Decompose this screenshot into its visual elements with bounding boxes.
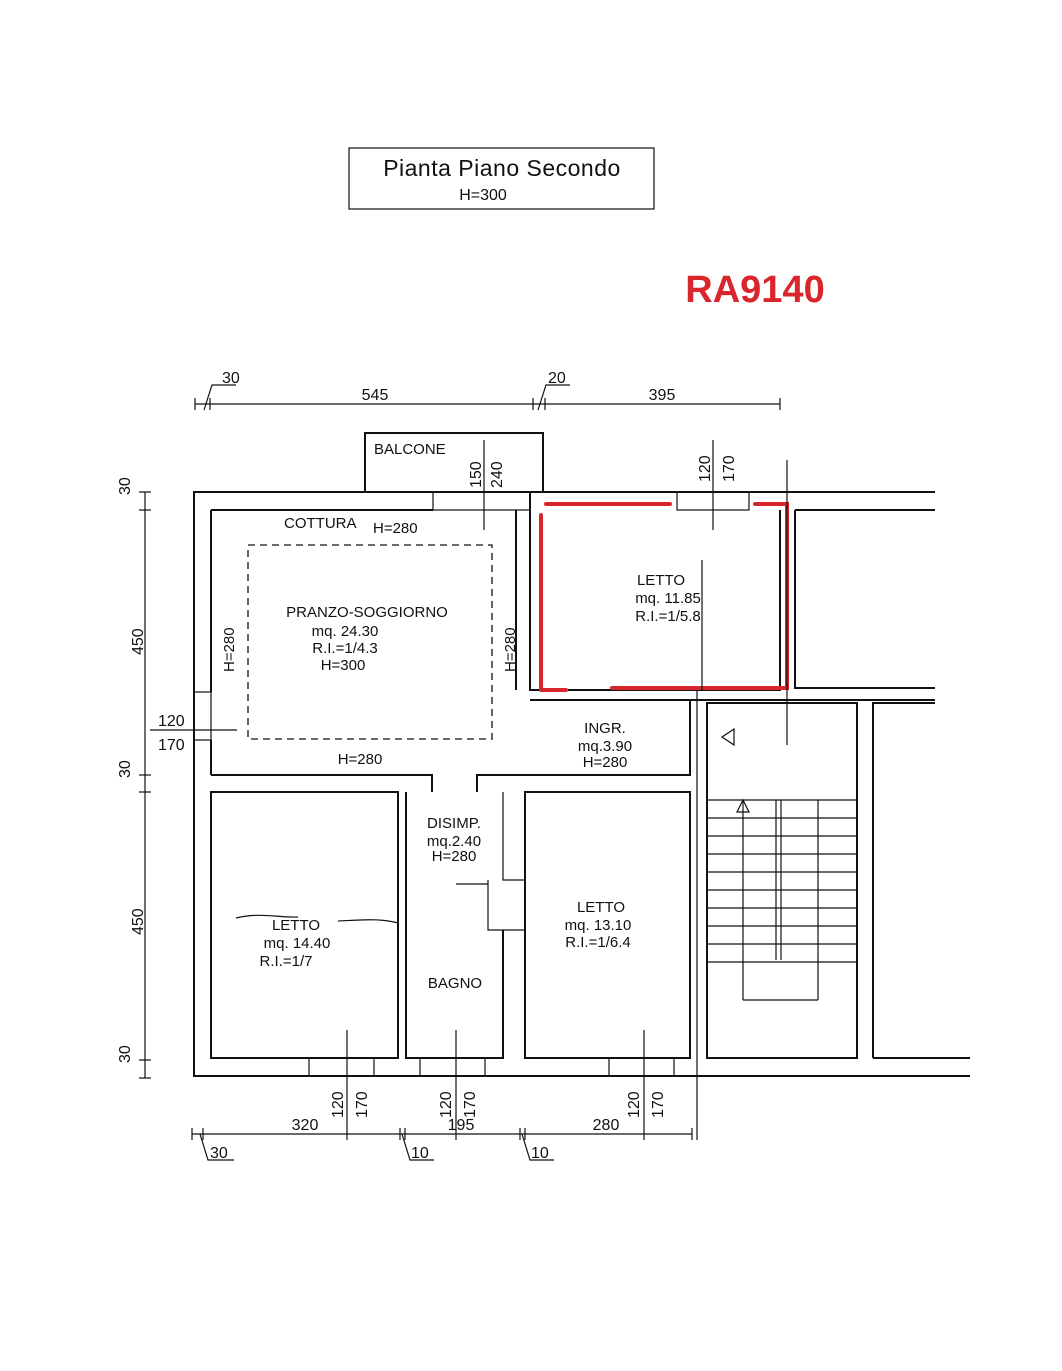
dim-top-30: 30	[222, 370, 240, 387]
win-balcone-2: 240	[489, 461, 506, 488]
walls	[193, 432, 970, 1140]
arrow-up-icon	[736, 798, 750, 813]
title-block: Pianta Piano Secondo H=300	[348, 147, 655, 210]
letto-right-label: LETTO	[577, 899, 625, 916]
letto-left-label: LETTO	[272, 917, 320, 934]
dim-left-30b: 30	[117, 760, 134, 778]
letto-top-ri: R.I.=1/5.8	[635, 608, 700, 625]
dim-top-20: 20	[548, 370, 566, 387]
pranzo-wall-right-height: H=280	[502, 627, 519, 672]
dim-left-450b: 450	[130, 908, 147, 935]
dim-bottom-30: 30	[210, 1145, 228, 1162]
room-letto-left	[210, 791, 399, 1059]
pranzo-wall-left-height: H=280	[221, 627, 238, 672]
letto-left-ri: R.I.=1/7	[260, 953, 313, 970]
listing-code: RA9140	[685, 269, 824, 311]
dim-top-395: 395	[649, 387, 676, 404]
pranzo-label: PRANZO-SOGGIORNO	[286, 604, 448, 621]
win-left-2: 170	[158, 737, 185, 754]
bottom-dimension: 320 195 280 30 10 10	[191, 1117, 693, 1162]
dim-bottom-10a: 10	[411, 1145, 429, 1162]
ingr-area: mq.3.90	[578, 738, 632, 755]
dim-left-30c: 30	[117, 1045, 134, 1063]
disimp-height: H=280	[432, 848, 477, 865]
win-balcone-1: 150	[468, 461, 485, 488]
win-letto-1: 120	[697, 455, 714, 482]
window-dimensions: 150 240 120 170 120 170 120 170 120 170 …	[158, 455, 738, 1118]
pranzo-area: mq. 24.30	[312, 623, 379, 640]
left-dimension: 30 450 30 450 30	[117, 477, 151, 1079]
win-bm-1: 120	[438, 1091, 455, 1118]
letto-right-area: mq. 13.10	[565, 917, 632, 934]
dim-top-545: 545	[362, 387, 389, 404]
pranzo-height: H=300	[321, 657, 366, 674]
window-left	[193, 691, 212, 741]
plan-title: Pianta Piano Secondo	[383, 155, 621, 181]
dim-bottom-195: 195	[448, 1117, 475, 1134]
win-bm-2: 170	[462, 1091, 479, 1118]
letto-top-area: mq. 11.85	[635, 590, 701, 607]
window-balcone	[432, 491, 531, 511]
bagno-label: BAGNO	[428, 975, 482, 992]
room-letto-right	[524, 791, 691, 1059]
win-bl-2: 170	[354, 1091, 371, 1118]
ingr-label: INGR.	[584, 720, 626, 737]
letto-top-label: LETTO	[637, 572, 685, 589]
handwritten-mark	[235, 914, 399, 924]
dim-bottom-280: 280	[593, 1117, 620, 1134]
dim-left-30a: 30	[117, 477, 134, 495]
stairwell	[706, 702, 858, 1059]
cottura-height: H=280	[373, 520, 418, 537]
disimp-area: mq.2.40	[427, 833, 481, 850]
win-bl-1: 120	[330, 1091, 347, 1118]
arrow-left-icon	[720, 727, 735, 747]
win-letto-2: 170	[721, 455, 738, 482]
win-left-1: 120	[158, 713, 185, 730]
title-box	[348, 147, 655, 210]
pranzo-dashed-area	[247, 544, 493, 740]
pranzo-ri: R.I.=1/4.3	[312, 640, 377, 657]
window-leaders	[150, 440, 788, 1140]
stair-steps	[707, 799, 857, 1001]
win-br-2: 170	[650, 1091, 667, 1118]
cottura-label: COTTURA	[284, 515, 357, 532]
balcone	[364, 432, 544, 493]
pranzo-bottom-height: H=280	[338, 751, 383, 768]
win-br-1: 120	[626, 1091, 643, 1118]
disimp-label: DISIMP.	[427, 815, 481, 832]
letto-left-area: mq. 14.40	[264, 935, 331, 952]
letto-right-ri: R.I.=1/6.4	[565, 934, 630, 951]
top-dimension: 30 545 20 395	[194, 370, 781, 411]
dim-bottom-10b: 10	[531, 1145, 549, 1162]
ingr-height: H=280	[583, 754, 628, 771]
dim-left-450a: 450	[130, 628, 147, 655]
balcone-label: BALCONE	[374, 441, 446, 458]
room-labels: COTTURA H=280 PRANZO-SOGGIORNO mq. 24.30…	[221, 441, 701, 992]
plan-height: H=300	[459, 187, 507, 204]
dim-bottom-320: 320	[292, 1117, 319, 1134]
